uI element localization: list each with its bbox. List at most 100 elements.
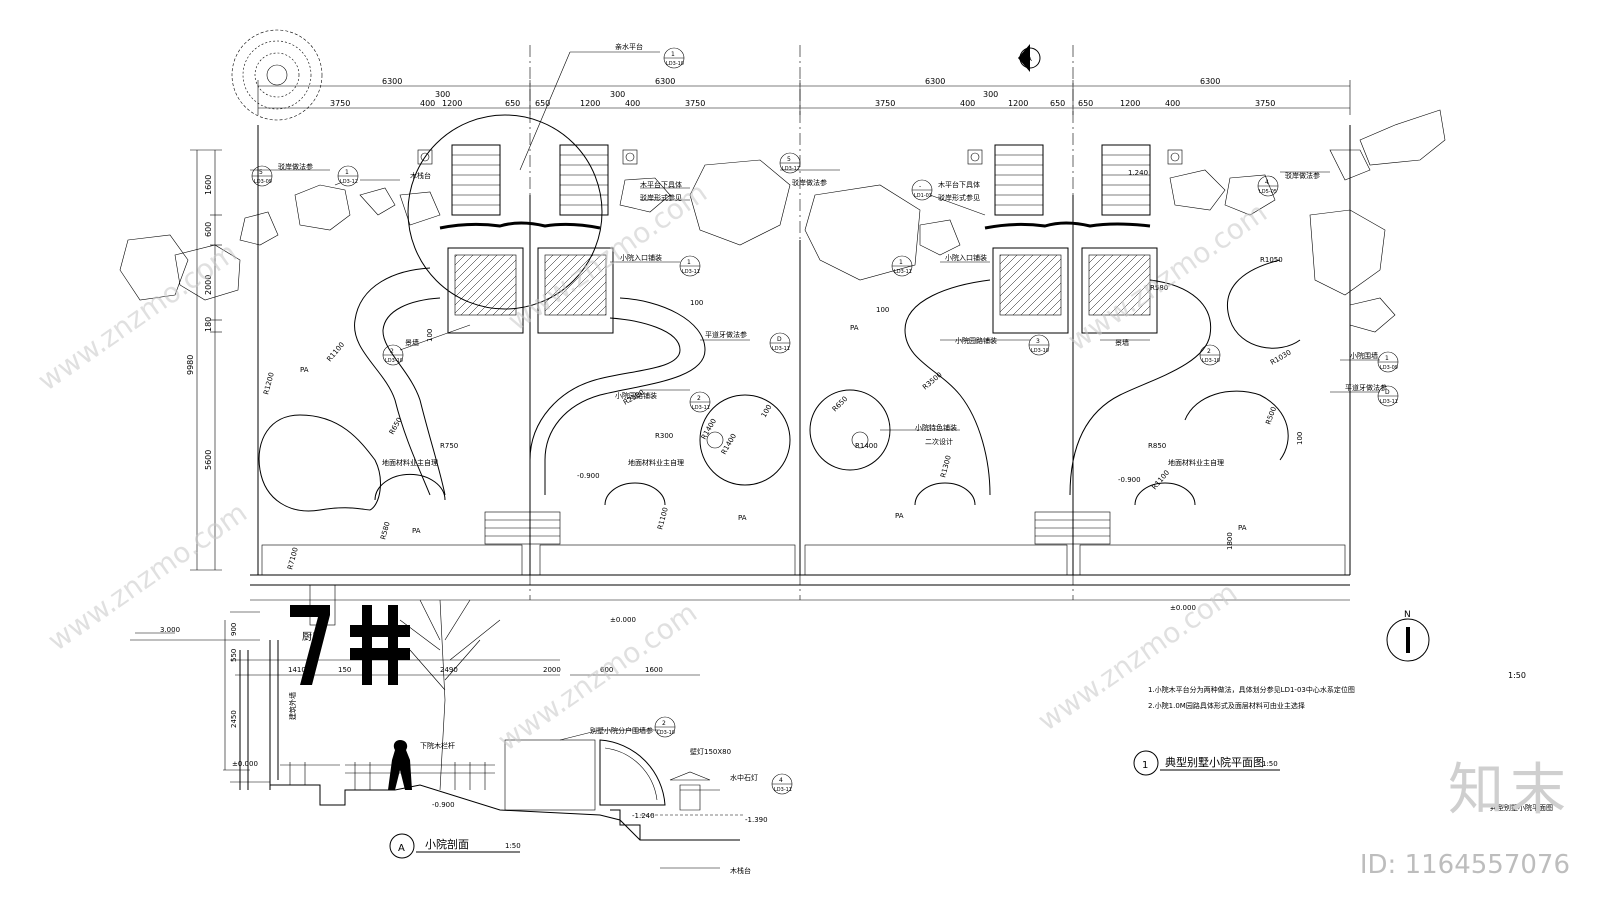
water-platforms (417, 144, 1183, 216)
dim-6300-2: 6300 (655, 77, 675, 86)
dim-r2-13: 1200 (1120, 99, 1140, 108)
left-dim-3: 2000 (204, 275, 213, 295)
svg-text:5: 5 (787, 156, 791, 163)
label-pa-2: PA (412, 527, 421, 535)
svg-text:LD3-11: LD3-11 (772, 346, 790, 352)
svg-text:R1100: R1100 (1150, 469, 1171, 492)
svg-text:100: 100 (760, 403, 774, 419)
dim-r2-1: 400 (420, 99, 435, 108)
label-sunken-rail: 下院木栏杆 (420, 741, 455, 750)
svg-text:R500: R500 (1264, 406, 1278, 426)
svg-text:600: 600 (600, 666, 613, 674)
svg-text:2450: 2450 (230, 710, 238, 728)
left-dim-2: 600 (204, 222, 213, 237)
dim-r2-3: 650 (505, 99, 520, 108)
dim-300-1: 300 (435, 90, 450, 99)
svg-text:R1100: R1100 (656, 507, 670, 531)
svg-text:1800: 1800 (1226, 532, 1234, 550)
svg-text:4: 4 (779, 777, 783, 784)
section-drawing (130, 584, 745, 841)
svg-text:100: 100 (426, 329, 434, 342)
svg-text:-0.900: -0.900 (432, 801, 455, 809)
dim-300-3: 300 (983, 90, 998, 99)
svg-text:R3500: R3500 (921, 371, 944, 392)
dim-r2-10: 1200 (1008, 99, 1028, 108)
label-building-wall: 建筑外墙 (288, 692, 297, 720)
plan-scale: 1:50 (1262, 760, 1278, 768)
label-pa-3: PA (738, 514, 747, 522)
left-dim-4: 180 (204, 317, 213, 332)
svg-text:900: 900 (230, 623, 238, 636)
label-pa-1: PA (300, 366, 309, 374)
svg-text:4: 4 (1265, 179, 1269, 186)
section-title-block: A 小院剖面 1:50 (389, 833, 521, 859)
svg-text:LD3-11: LD3-11 (682, 269, 700, 275)
svg-text:-1.240: -1.240 (632, 812, 655, 820)
label-pa-6: PA (1238, 524, 1247, 532)
left-dimension-lines: 1600 600 2000 180 5600 9980 (186, 149, 222, 571)
label-wall-lamp: 壁灯150X80 (690, 747, 731, 756)
misc-dimensions: 100 100 100 100 100 1800 (426, 299, 1304, 550)
herringbone-fill-1 (455, 255, 516, 315)
section-labels: 3.000 ±0.000 -0.900 -1.240 -1.390 900 55… (160, 623, 768, 875)
elev-zero-2: ±0.000 (1170, 604, 1196, 612)
dim-6300-1: 6300 (382, 77, 402, 86)
svg-text:R300: R300 (655, 432, 673, 440)
section-marker-top: A (1018, 44, 1041, 72)
plan-labels: 亲水平台 驳岸做法参 驳岸做法参 驳岸做法参 木栈台 木平台下具体 驳岸形式参见… (278, 42, 1387, 624)
north-label: N (1404, 610, 1411, 620)
svg-text:2: 2 (390, 348, 394, 355)
top-dimension-texts: 6300 6300 6300 6300 3750 400 1200 650 65… (330, 77, 1275, 108)
svg-text:±0.000: ±0.000 (232, 760, 258, 768)
ref-bubble-mid-minus: -LD1-03 (911, 179, 933, 201)
label-water-platform: 亲水平台 (615, 42, 643, 51)
svg-text:LD3-11: LD3-11 (894, 269, 912, 275)
svg-text:2: 2 (662, 720, 666, 727)
svg-text:R1030: R1030 (1269, 348, 1293, 366)
svg-text:LD3-10: LD3-10 (657, 730, 675, 736)
svg-text:3.000: 3.000 (160, 626, 180, 634)
label-bank-ref-2: 驳岸做法参 (792, 178, 827, 187)
label-bank-ref-1: 驳岸做法参 (278, 162, 313, 171)
svg-text:2: 2 (1207, 348, 1211, 355)
svg-text:R650: R650 (388, 416, 404, 436)
svg-text:2490: 2490 (440, 666, 458, 674)
elev-zero-1: ±0.000 (610, 616, 636, 624)
svg-text:100: 100 (1296, 432, 1304, 445)
svg-text:D: D (1385, 389, 1390, 396)
label-feature-pave: 小院特色铺装 (915, 423, 957, 432)
dim-r2-0: 3750 (330, 99, 350, 108)
left-dim-1: 1600 (204, 175, 213, 195)
svg-text:1: 1 (1385, 355, 1389, 362)
svg-text:1: 1 (345, 169, 349, 176)
label-path-1: 小院园路铺装 (615, 391, 657, 400)
svg-text:R1100: R1100 (325, 341, 346, 364)
svg-text:3: 3 (1036, 338, 1040, 345)
scale-top-right: 1:50 (1508, 671, 1526, 680)
svg-text:LD3-09: LD3-09 (1380, 365, 1398, 371)
dim-r2-9: 400 (960, 99, 975, 108)
svg-text:LD3-11: LD3-11 (774, 787, 792, 793)
svg-text:1600: 1600 (645, 666, 663, 674)
bank-line-2 (984, 221, 1151, 230)
bank-line-1 (439, 221, 601, 230)
dim-r2-6: 400 (625, 99, 640, 108)
svg-text:R580: R580 (379, 521, 391, 541)
label-second-design: 二次设计 (925, 437, 953, 446)
plan-title-block: 1 典型别墅小院平面图 1:50 (1133, 750, 1280, 776)
svg-text:LD3-10: LD3-10 (385, 358, 403, 364)
svg-text:R1050: R1050 (1260, 256, 1283, 264)
feature-circle-2 (851, 431, 869, 449)
label-entrance-2: 小院入口铺装 (945, 253, 987, 262)
svg-text:LD3-09: LD3-09 (254, 179, 272, 185)
label-wood-deck: 木栈台 (730, 866, 751, 875)
label-ground-1: 地面材料业主自理 (382, 458, 438, 467)
svg-text:R750: R750 (440, 442, 458, 450)
label-bank-ref-3: 驳岸做法参 (1285, 171, 1320, 180)
dim-r2-4: 650 (535, 99, 550, 108)
label-platform-under-2: 木平台下具体 (938, 180, 980, 189)
